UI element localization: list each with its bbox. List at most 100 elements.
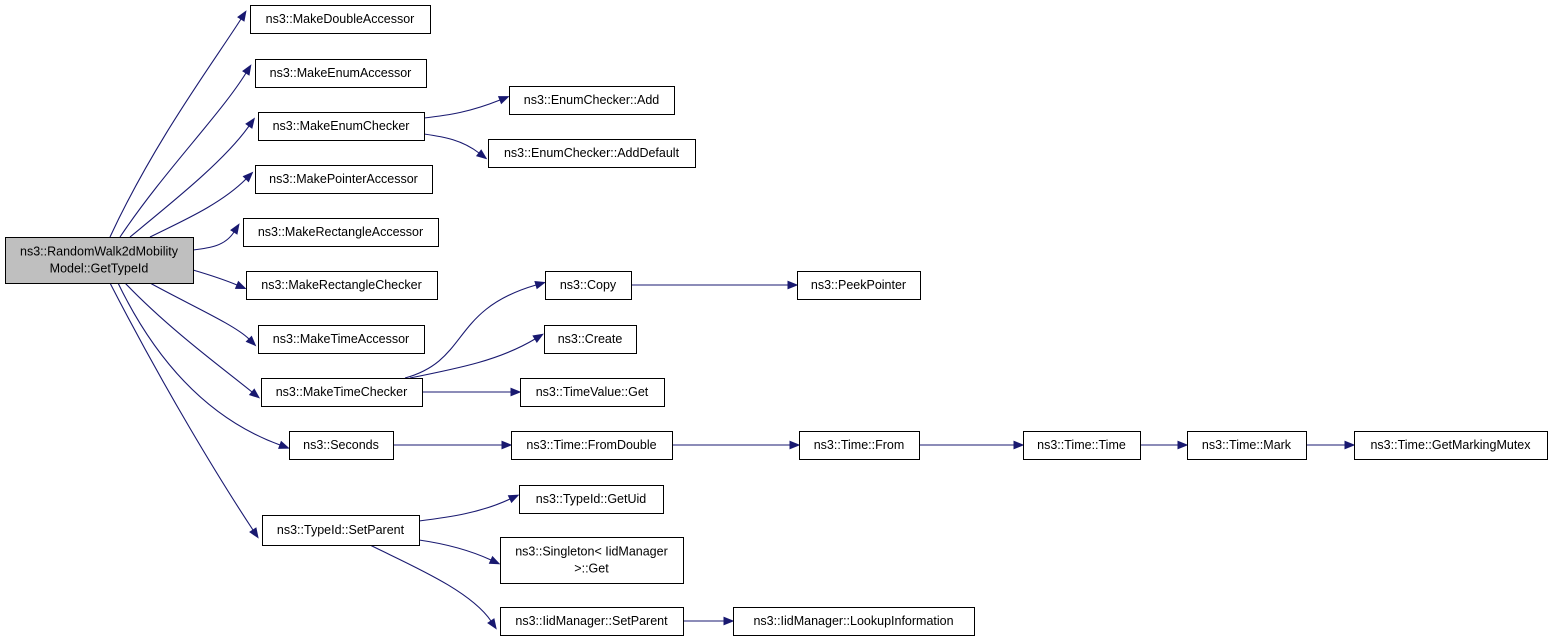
node-root[interactable]: ns3::RandomWalk2dMobilityModel::GetTypeI… — [5, 237, 194, 284]
node-ttime-box — [1023, 431, 1141, 460]
node-sget[interactable]: ns3::Singleton< IidManager>::Get — [500, 537, 684, 584]
node-mpa[interactable]: ns3::MakePointerAccessor — [255, 165, 433, 194]
node-mta-box — [258, 325, 425, 354]
arrowhead-root-to-mra — [230, 223, 240, 235]
edge-mec-to-eca — [423, 99, 501, 119]
node-tgmm[interactable]: ns3::Time::GetMarkingMutex — [1354, 431, 1548, 460]
arrowhead-mtc-to-create — [532, 333, 544, 343]
node-mta-label-0: ns3::MakeTimeAccessor — [273, 332, 409, 346]
edges-layer — [109, 10, 1356, 630]
node-ecad[interactable]: ns3::EnumChecker::AddDefault — [488, 139, 696, 168]
node-tvget[interactable]: ns3::TimeValue::Get — [520, 378, 665, 407]
edge-root-to-mtc — [124, 282, 253, 393]
node-tmark[interactable]: ns3::Time::Mark — [1187, 431, 1307, 460]
arrowhead-iisp-to-lookup — [723, 616, 735, 626]
arrowhead-sec-to-tfd — [501, 440, 513, 450]
node-ecad-label-0: ns3::EnumChecker::AddDefault — [504, 146, 680, 160]
node-create[interactable]: ns3::Create — [544, 325, 637, 354]
node-tfrom-box — [799, 431, 920, 460]
node-mpa-box — [255, 165, 433, 194]
node-mec-label-0: ns3::MakeEnumChecker — [273, 119, 410, 133]
node-tfrom-label-0: ns3::Time::From — [814, 438, 905, 452]
node-sec-box — [289, 431, 394, 460]
node-mda-label-0: ns3::MakeDoubleAccessor — [266, 12, 415, 26]
node-tfd-label-0: ns3::Time::FromDouble — [526, 438, 656, 452]
node-eca-label-0: ns3::EnumChecker::Add — [524, 93, 660, 107]
arrowhead-root-to-mtc — [248, 388, 261, 399]
node-tsp-label-0: ns3::TypeId::SetParent — [277, 523, 405, 537]
node-mec-box — [258, 112, 425, 141]
node-peek[interactable]: ns3::PeekPointer — [797, 271, 921, 300]
node-lookup-label-0: ns3::IidManager::LookupInformation — [753, 614, 953, 628]
node-mrc[interactable]: ns3::MakeRectangleChecker — [246, 271, 438, 300]
node-mta[interactable]: ns3::MakeTimeAccessor — [258, 325, 425, 354]
arrowhead-mtc-to-tvget — [510, 387, 522, 397]
arrowhead-root-to-mda — [237, 10, 247, 22]
node-mtc-label-0: ns3::MakeTimeChecker — [276, 385, 408, 399]
node-tsp[interactable]: ns3::TypeId::SetParent — [262, 515, 420, 546]
arrowhead-root-to-sec — [278, 440, 290, 449]
node-ttime[interactable]: ns3::Time::Time — [1023, 431, 1141, 460]
node-mea[interactable]: ns3::MakeEnumAccessor — [255, 59, 427, 88]
arrowhead-root-to-mea — [242, 64, 252, 76]
node-mra-label-0: ns3::MakeRectangleAccessor — [258, 225, 423, 239]
node-mra-box — [243, 218, 439, 247]
node-root-label-1: Model::GetTypeId — [50, 262, 149, 276]
node-tgmm-label-0: ns3::Time::GetMarkingMutex — [1370, 438, 1531, 452]
arrowhead-tsp-to-sget — [488, 555, 501, 565]
arrowhead-mtc-to-copy — [534, 280, 546, 290]
edge-mec-to-ecad — [423, 133, 480, 154]
node-root-box — [5, 237, 194, 284]
node-copy[interactable]: ns3::Copy — [545, 271, 632, 300]
node-peek-box — [797, 271, 921, 300]
node-lookup[interactable]: ns3::IidManager::LookupInformation — [733, 607, 975, 636]
node-sget-label-1: >::Get — [574, 562, 609, 576]
node-eca[interactable]: ns3::EnumChecker::Add — [509, 86, 675, 115]
edge-root-to-mta — [149, 282, 250, 340]
node-guid[interactable]: ns3::TypeId::GetUid — [519, 485, 664, 514]
node-iisp[interactable]: ns3::IidManager::SetParent — [500, 607, 684, 636]
edge-mtc-to-create — [409, 338, 536, 379]
arrowhead-tmark-to-tgmm — [1344, 440, 1356, 450]
edge-mtc-to-copy — [404, 284, 537, 379]
arrowhead-root-to-mta — [245, 335, 257, 347]
arrowhead-tfd-to-tfrom — [789, 440, 801, 450]
node-tfrom[interactable]: ns3::Time::From — [799, 431, 920, 460]
node-tvget-label-0: ns3::TimeValue::Get — [536, 385, 649, 399]
edge-tsp-to-iisp — [369, 544, 492, 622]
node-mtc[interactable]: ns3::MakeTimeChecker — [261, 378, 423, 407]
arrowhead-mec-to-ecad — [475, 149, 488, 160]
node-guid-label-0: ns3::TypeId::GetUid — [536, 492, 647, 506]
node-guid-box — [519, 485, 664, 514]
node-mda-box — [250, 5, 431, 34]
edge-root-to-mpa — [149, 178, 247, 238]
nodes-layer: ns3::RandomWalk2dMobilityModel::GetTypeI… — [5, 5, 1548, 636]
edge-root-to-mea — [119, 72, 247, 238]
node-sget-label-0: ns3::Singleton< IidManager — [515, 545, 668, 559]
node-sec[interactable]: ns3::Seconds — [289, 431, 394, 460]
node-mda[interactable]: ns3::MakeDoubleAccessor — [250, 5, 431, 34]
node-copy-box — [545, 271, 632, 300]
arrowhead-root-to-mec — [245, 117, 255, 129]
node-mra[interactable]: ns3::MakeRectangleAccessor — [243, 218, 439, 247]
arrowhead-tsp-to-iisp — [487, 618, 497, 630]
arrowhead-root-to-tsp — [249, 527, 259, 539]
node-mec[interactable]: ns3::MakeEnumChecker — [258, 112, 425, 141]
node-tvget-box — [520, 378, 665, 407]
arrowhead-copy-to-peek — [787, 280, 799, 290]
node-mrc-label-0: ns3::MakeRectangleChecker — [261, 278, 422, 292]
node-ecad-box — [488, 139, 696, 168]
node-tmark-box — [1187, 431, 1307, 460]
node-root-label-0: ns3::RandomWalk2dMobility — [20, 245, 179, 259]
node-mrc-box — [246, 271, 438, 300]
node-tsp-box — [262, 515, 420, 546]
node-sget-box — [500, 537, 684, 584]
node-mtc-box — [261, 378, 423, 407]
edge-root-to-mrc — [192, 269, 238, 286]
node-tfd[interactable]: ns3::Time::FromDouble — [511, 431, 673, 460]
node-copy-label-0: ns3::Copy — [560, 278, 617, 292]
arrowhead-root-to-mpa — [242, 171, 254, 183]
node-create-label-0: ns3::Create — [558, 332, 623, 346]
arrowhead-tfrom-to-ttime — [1013, 440, 1025, 450]
